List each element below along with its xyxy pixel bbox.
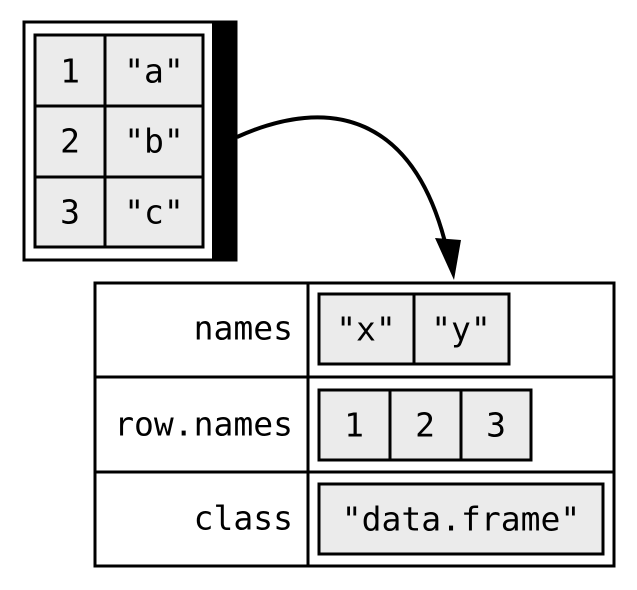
attributes-arrow [236,115,461,280]
row-value-cell: "b" [124,122,184,161]
data-frame-inner-box [33,33,205,249]
attribute-label-class: class [194,499,293,538]
vector-element: 1 [344,406,364,445]
data-frame-side-bar [212,22,236,260]
row-value-cell: "a" [124,52,184,91]
arrow-curve [236,115,449,251]
vector-element: "y" [431,310,491,349]
vector-element: 2 [415,406,435,445]
attribute-label-names: names [194,309,293,348]
attribute-label-row-names: row.names [114,405,293,444]
row-value-cell: "c" [124,193,184,232]
vector-element: "data.frame" [342,500,580,539]
vector-element: "x" [336,310,396,349]
vector-box [317,388,533,462]
row-index-cell: 2 [60,122,80,161]
names-value-vector: "x" "y" [317,292,511,366]
data-frame-object: 1 "a" 2 "b" 3 "c" [22,20,238,262]
vector-box [317,482,605,556]
row-names-value-vector: 1 2 3 [317,388,533,462]
arrow-head [435,238,461,280]
vector-element: 3 [486,406,506,445]
class-value-vector: "data.frame" [317,482,605,556]
row-index-cell: 3 [60,193,80,232]
attributes-table: names "x" "y" row.names 1 2 3 class "dat… [93,281,616,568]
row-index-cell: 1 [60,52,80,91]
